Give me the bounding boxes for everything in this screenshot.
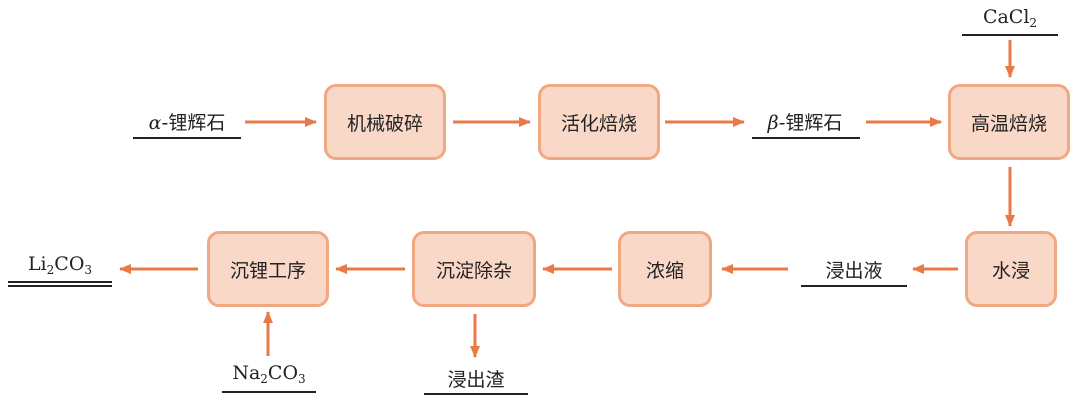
- leachate-text: 浸出液: [825, 260, 883, 282]
- label-cacl2: CaCl2: [962, 6, 1058, 30]
- na2co3-subscript-1: 2: [260, 372, 268, 386]
- alpha-spodumene-text: -锂辉石: [161, 112, 226, 134]
- box-water-leaching: 水浸: [965, 231, 1057, 307]
- label-na2co3: Na2CO3: [222, 362, 316, 386]
- li2co3-subscript-1: 2: [46, 263, 55, 277]
- na2co3-part2: CO: [267, 362, 299, 384]
- label-beta-spodumene: β-锂辉石: [750, 108, 860, 135]
- label-leach-residue: 浸出渣: [424, 365, 528, 392]
- underline-na2co3: [222, 391, 316, 393]
- underline-alpha-spodumene: [133, 137, 241, 139]
- box-precipitation-purification: 沉淀除杂: [412, 231, 536, 307]
- underline-leach-residue: [424, 393, 528, 395]
- box-lithium-precipitation: 沉锂工序: [207, 231, 329, 307]
- li2co3-part1: Li: [27, 253, 47, 275]
- alpha-symbol: α: [148, 112, 162, 134]
- cacl2-subscript: 2: [1029, 16, 1038, 30]
- beta-symbol: β: [767, 112, 779, 134]
- label-li2co3: Li2CO3: [8, 253, 112, 277]
- na2co3-subscript-2: 3: [298, 372, 306, 386]
- box-activation-roasting: 活化焙烧: [538, 84, 660, 160]
- li2co3-part2: CO: [54, 253, 85, 275]
- underline-cacl2: [962, 34, 1058, 36]
- label-leachate: 浸出液: [801, 256, 907, 283]
- beta-spodumene-text: -锂辉石: [778, 112, 843, 134]
- underline-beta-spodumene: [752, 137, 860, 139]
- box-mechanical-crushing: 机械破碎: [324, 84, 446, 160]
- underline-leachate: [801, 285, 907, 287]
- residue-text: 浸出渣: [447, 369, 505, 391]
- double-underline-li2co3: [8, 281, 112, 287]
- box-concentration: 浓缩: [618, 231, 712, 307]
- cacl2-main: CaCl: [982, 6, 1030, 28]
- li2co3-subscript-2: 3: [84, 263, 93, 277]
- na2co3-part1: Na: [232, 362, 261, 384]
- label-alpha-spodumene: α-锂辉石: [133, 108, 241, 135]
- box-high-temp-roasting: 高温焙烧: [948, 84, 1070, 160]
